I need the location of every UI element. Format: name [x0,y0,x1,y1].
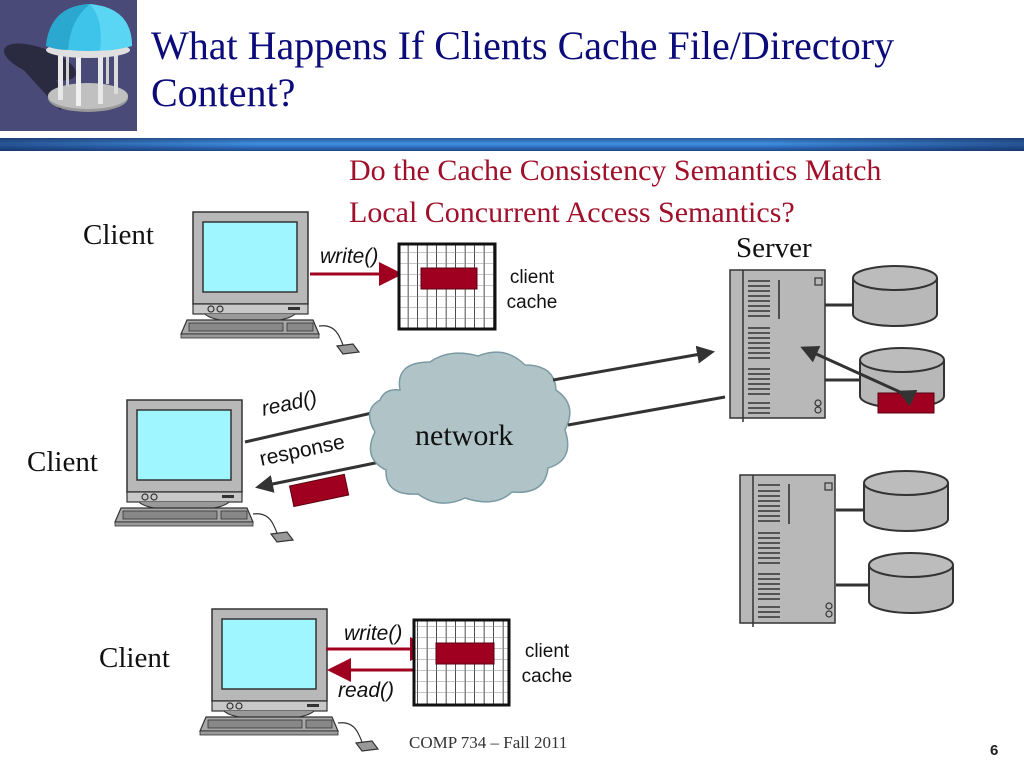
page-number: 6 [990,742,999,759]
client-1-cache-label: client cache [500,265,564,315]
server-1-led [814,406,822,414]
subtitle-line-1: Do the Cache Consistency Semantics Match [349,154,882,187]
old-well-logo [0,0,137,131]
client-3-cached-block [435,642,495,665]
cache-label-line-1: client [524,641,570,662]
client-1-computer [180,211,360,355]
server-disk-data-block [877,392,935,414]
client-3-cache-label: client cache [514,639,580,689]
slide-subtitle: Do the Cache Consistency Semantics Match… [349,150,881,234]
client-3-cache [412,618,511,707]
server-1-disk-1 [852,265,938,327]
client-1-cached-block [420,267,478,290]
client-2-label: Client [27,446,98,478]
client-1-label: Client [83,219,154,251]
server-2-disk-2 [868,552,954,614]
network-cloud [368,351,571,504]
response-data-block [288,473,350,508]
server-2-led [825,602,833,610]
cache-label-line-1: client [509,267,555,288]
server-to-network-response [567,395,726,427]
cache-label-line-2: cache [521,666,573,687]
client-1-write-label: write() [320,245,379,268]
server-2-power-button [824,482,833,491]
cache-label-line-2: cache [506,292,558,313]
client-3-label: Client [99,642,170,674]
server-label: Server [736,232,812,264]
server-2-led [825,610,833,618]
read-request-line [244,408,386,444]
client-1-cache [397,242,497,331]
title-divider-bar [0,138,1024,151]
client-3-read-label: read() [338,679,395,702]
slide-footer: COMP 734 – Fall 2011 [409,733,568,752]
server-2-vent-lines [758,484,790,618]
server-1 [729,269,826,423]
server-2 [739,474,836,628]
server-1-power-button [814,277,823,286]
subtitle-line-2: Local Concurrent Access Semantics? [349,196,795,229]
slide-title: What Happens If Clients Cache File/Direc… [151,23,895,115]
network-label: network [415,419,514,452]
server-disk-access-arrow [800,346,918,407]
server-2-disk-1 [863,470,949,532]
response-arrow [255,460,381,493]
server-1-vent-lines [748,280,780,414]
network-to-server-request [552,345,715,382]
client-3-write-label: write() [344,622,403,645]
